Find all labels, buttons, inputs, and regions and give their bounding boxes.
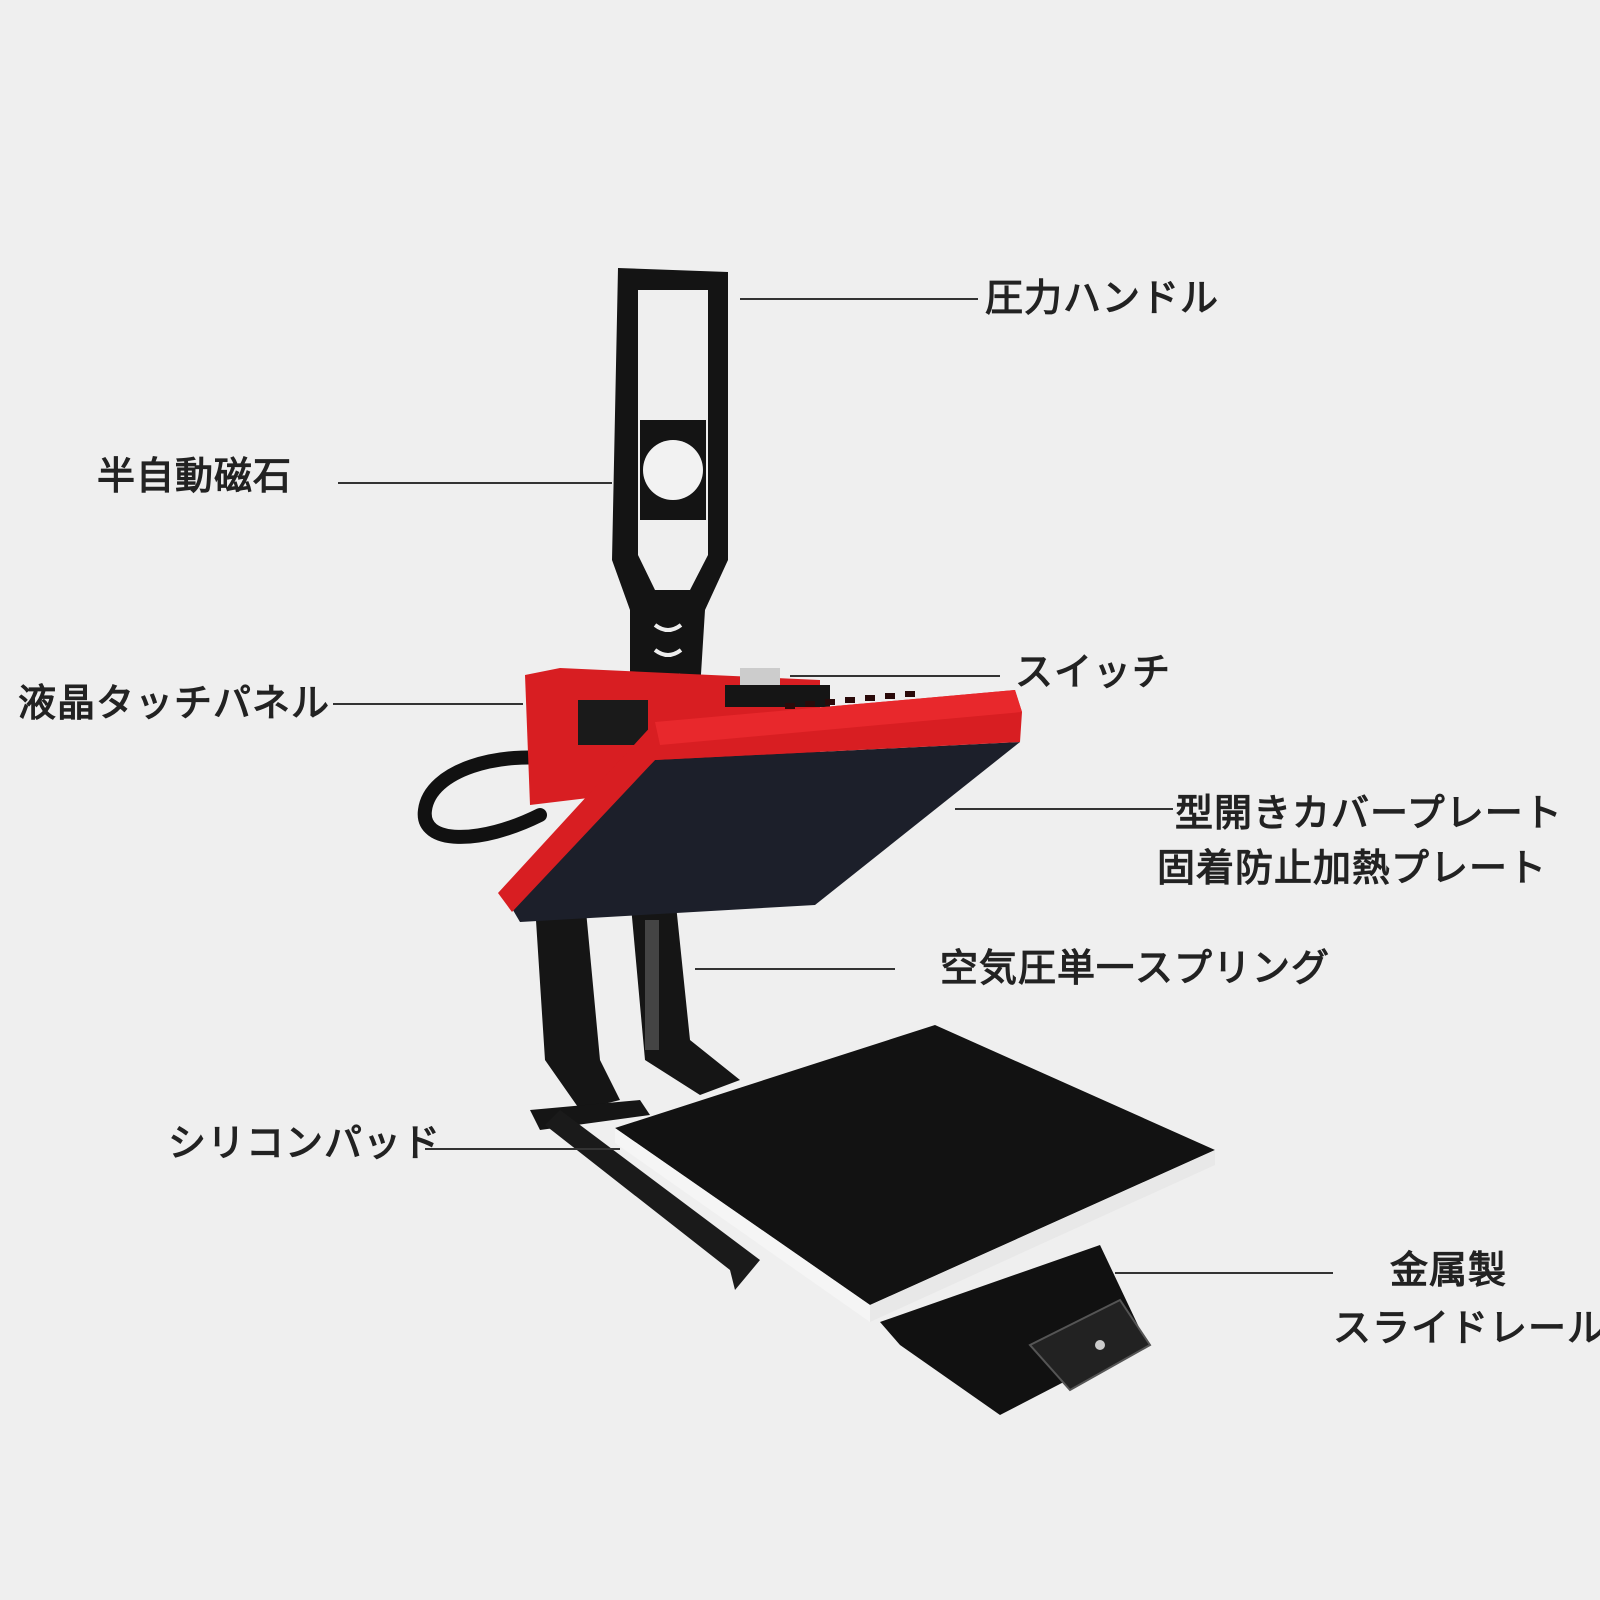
leader-line-switch [790, 675, 1000, 677]
label-switch: スイッチ [1015, 650, 1172, 694]
platen-edge-right [870, 1150, 1215, 1322]
pneumatic-spring-shape [645, 920, 659, 1050]
label-pneumatic-spring: 空気圧単一スプリング [940, 946, 1331, 990]
frame-leg-left [535, 900, 620, 1110]
label-slide-rail-line1: 金属製 [1390, 1248, 1508, 1292]
magnet-disc [643, 440, 703, 500]
leader-line-silicone-pad [425, 1148, 620, 1150]
leader-line-cover-plate [955, 808, 1173, 810]
leader-line-pressure-handle [740, 298, 978, 300]
label-semi-auto-magnet: 半自動磁石 [97, 454, 293, 498]
leader-line-spring [695, 968, 895, 970]
power-cable [417, 750, 567, 844]
label-lcd-touch-panel: 液晶タッチパネル [18, 681, 331, 725]
label-silicone-pad: シリコンパッド [168, 1121, 442, 1165]
label-pressure-handle: 圧力ハンドル [985, 276, 1220, 320]
label-cover-plate-line1: 型開きカバープレート [1175, 791, 1563, 835]
pressure-handle-shape [612, 268, 728, 690]
leader-line-lcd [333, 703, 523, 705]
drawer-handle [1028, 1298, 1152, 1392]
label-cover-plate-line2: 固着防止加熱プレート [1157, 846, 1548, 890]
platen-edge [615, 1128, 870, 1322]
label-slide-rail-line2: スライドレール [1333, 1306, 1600, 1350]
cover-plate-red [498, 690, 1022, 912]
heat-plate [510, 742, 1020, 922]
leader-line-slide-rail [1115, 1272, 1333, 1274]
lcd-screen [578, 700, 648, 745]
leader-line-magnet [338, 482, 612, 484]
base-rail [545, 1110, 760, 1290]
silicone-pad-shape [615, 1025, 1215, 1305]
